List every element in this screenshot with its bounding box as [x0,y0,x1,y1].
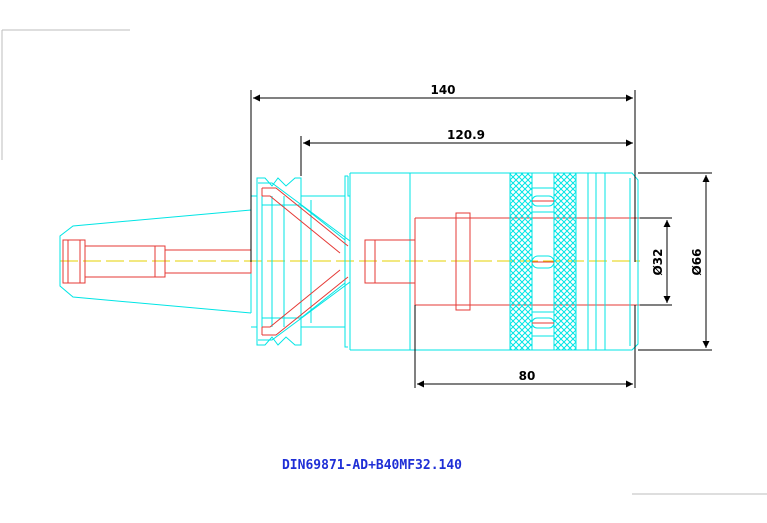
dim-nut-length: 80 [519,369,536,383]
sheet-frame [1,29,767,495]
coolant-channels-outline [258,182,351,341]
dimension-lines [250,90,712,388]
coolant-channels [261,187,349,336]
dim-gauge-length: 120.9 [447,128,485,142]
part-number-title: DIN69871-AD+B40MF32.140 [282,458,462,473]
nut-slots-hidden [532,200,554,324]
dim-overall-length: 140 [430,83,455,97]
dim-bore-diameter: Ø32 [651,249,665,276]
body [347,172,510,351]
flange [251,175,348,348]
dim-nut-diameter: Ø66 [690,249,704,276]
